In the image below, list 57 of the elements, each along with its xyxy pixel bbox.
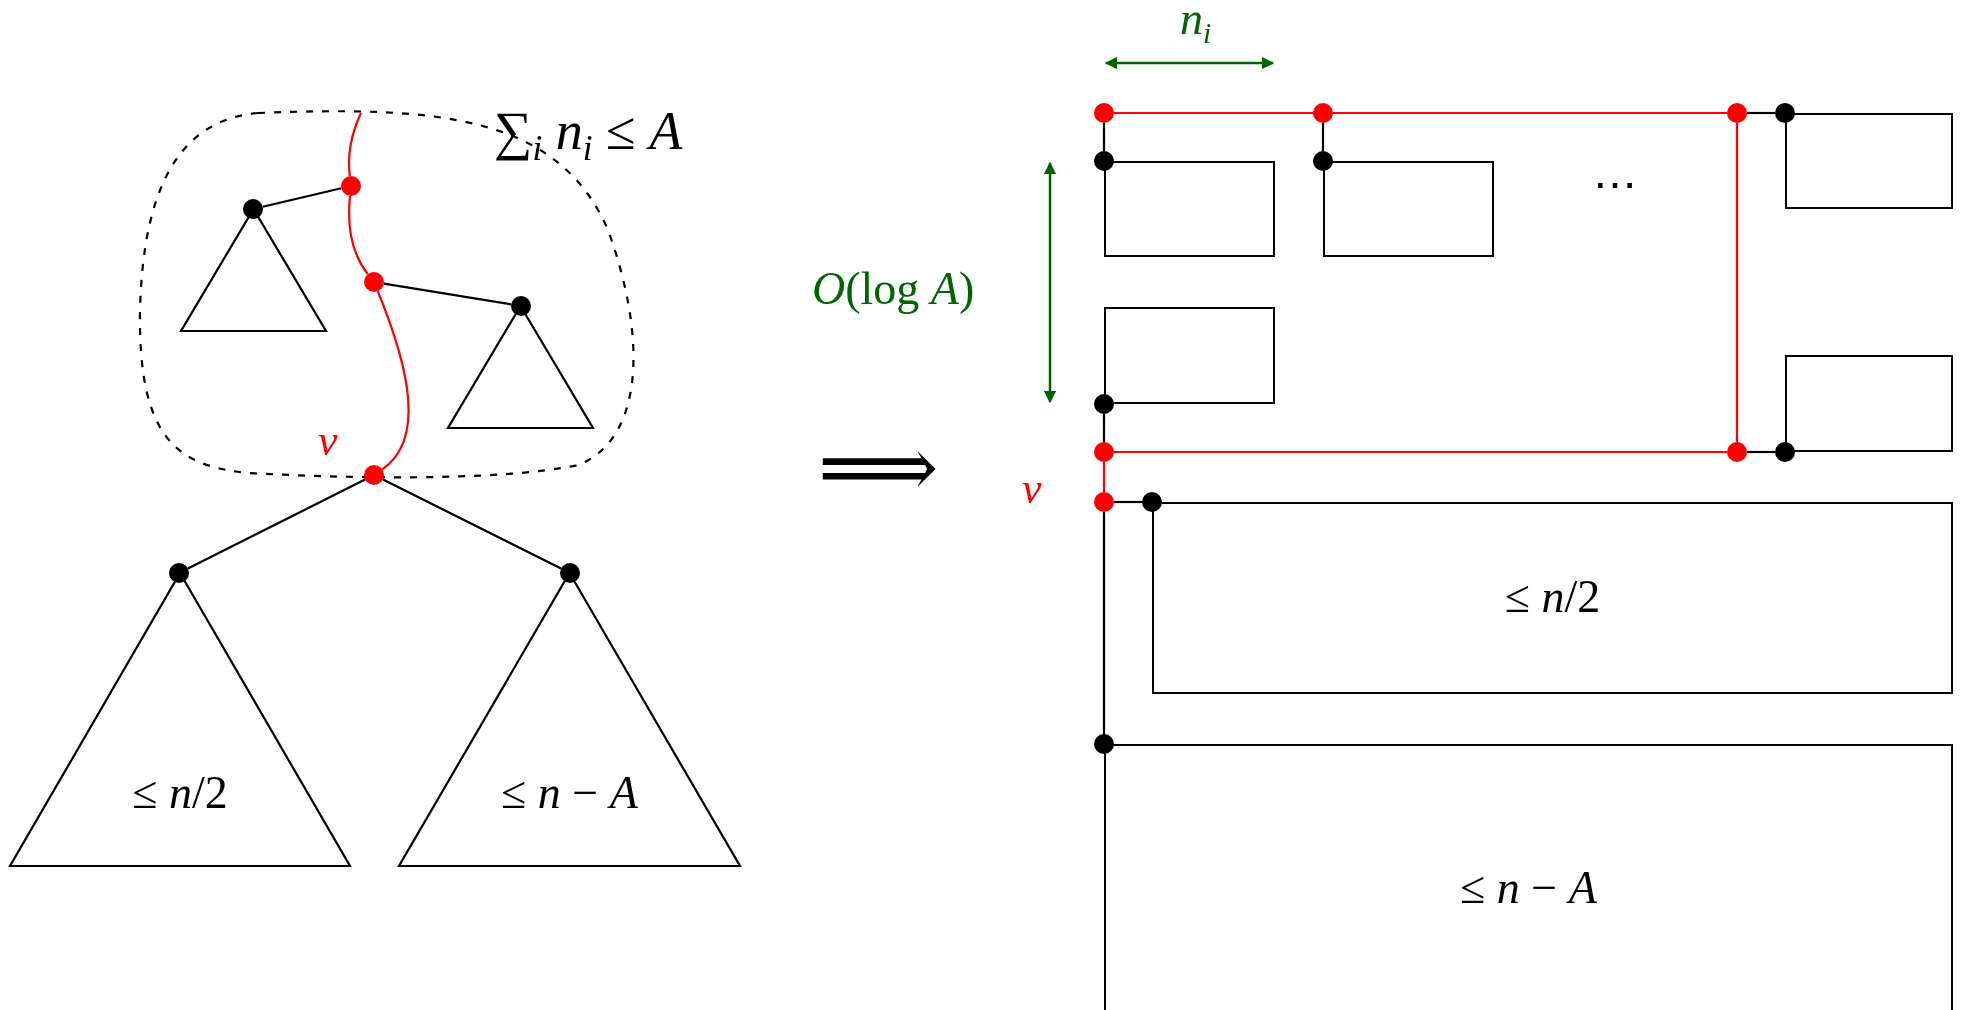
tree-node-dot bbox=[1775, 103, 1795, 123]
tree-node-dot bbox=[1094, 442, 1114, 462]
tree-node-dot bbox=[1094, 151, 1114, 171]
tree-node-dot bbox=[1094, 103, 1114, 123]
subtree-rectangle bbox=[1104, 161, 1275, 257]
size-bound: ≤ n/2 bbox=[132, 766, 228, 819]
tree-node-dot bbox=[243, 199, 263, 219]
subtree-rectangle bbox=[1785, 355, 1953, 452]
subtree-rectangle bbox=[1785, 113, 1953, 209]
tree-node-dot bbox=[1094, 492, 1114, 512]
tree-edge bbox=[1747, 111, 1775, 115]
tree-node-dot bbox=[1313, 103, 1333, 123]
node-label: v bbox=[1022, 463, 1042, 514]
tree-node-dot bbox=[1775, 442, 1795, 462]
sum-constraint: ∑$_{i}$ n$_{i}$ ≤ A bbox=[494, 100, 683, 169]
tree-node-dot bbox=[1094, 394, 1114, 414]
path-edge bbox=[1735, 123, 1739, 442]
path-edge bbox=[1114, 111, 1313, 115]
ellipsis: ⋯ bbox=[1593, 159, 1637, 210]
tree-node-dot bbox=[1142, 492, 1162, 512]
tree-edge bbox=[1102, 123, 1106, 151]
width-label: n$_{i}$ bbox=[1180, 0, 1212, 50]
tree-edge bbox=[1102, 512, 1106, 734]
subtree-region bbox=[138, 110, 638, 478]
path-edge bbox=[1333, 111, 1727, 115]
tree-node-dot bbox=[1727, 103, 1747, 123]
path-edge bbox=[347, 112, 362, 177]
path-edge bbox=[376, 290, 410, 471]
node-label: v bbox=[318, 415, 338, 466]
path-edge bbox=[348, 195, 369, 275]
tree-edge bbox=[383, 282, 512, 306]
size-bound: ≤ n/2 bbox=[1504, 570, 1601, 623]
tree-node-dot bbox=[560, 563, 580, 583]
tree-node-dot bbox=[1313, 151, 1333, 171]
tree-node-dot bbox=[169, 563, 189, 583]
tree-node-dot bbox=[364, 465, 384, 485]
tree-edge bbox=[1114, 500, 1142, 504]
tree-edge bbox=[262, 187, 342, 208]
subtree-rectangle bbox=[1323, 161, 1494, 257]
size-bound: ≤ n − A bbox=[1460, 861, 1597, 914]
tree-edge bbox=[1747, 450, 1775, 454]
tree-node-dot bbox=[341, 176, 361, 196]
subtree-rectangle bbox=[1104, 307, 1275, 404]
subtree-rectangle bbox=[1152, 502, 1953, 694]
tree-edge bbox=[1102, 414, 1106, 442]
tree-node-dot bbox=[364, 272, 384, 292]
path-edge bbox=[1102, 462, 1106, 492]
implies-symbol: ⟹ bbox=[818, 420, 939, 516]
height-label: O(log A) bbox=[812, 262, 975, 315]
tree-node-dot bbox=[1727, 442, 1747, 462]
tree-node-dot bbox=[511, 296, 531, 316]
tree-edge bbox=[187, 478, 366, 570]
tree-node-dot bbox=[1094, 734, 1114, 754]
size-bound: ≤ n − A bbox=[501, 766, 638, 819]
tree-edge bbox=[1321, 123, 1325, 151]
path-edge bbox=[1114, 450, 1727, 454]
tree-edge bbox=[382, 478, 562, 570]
